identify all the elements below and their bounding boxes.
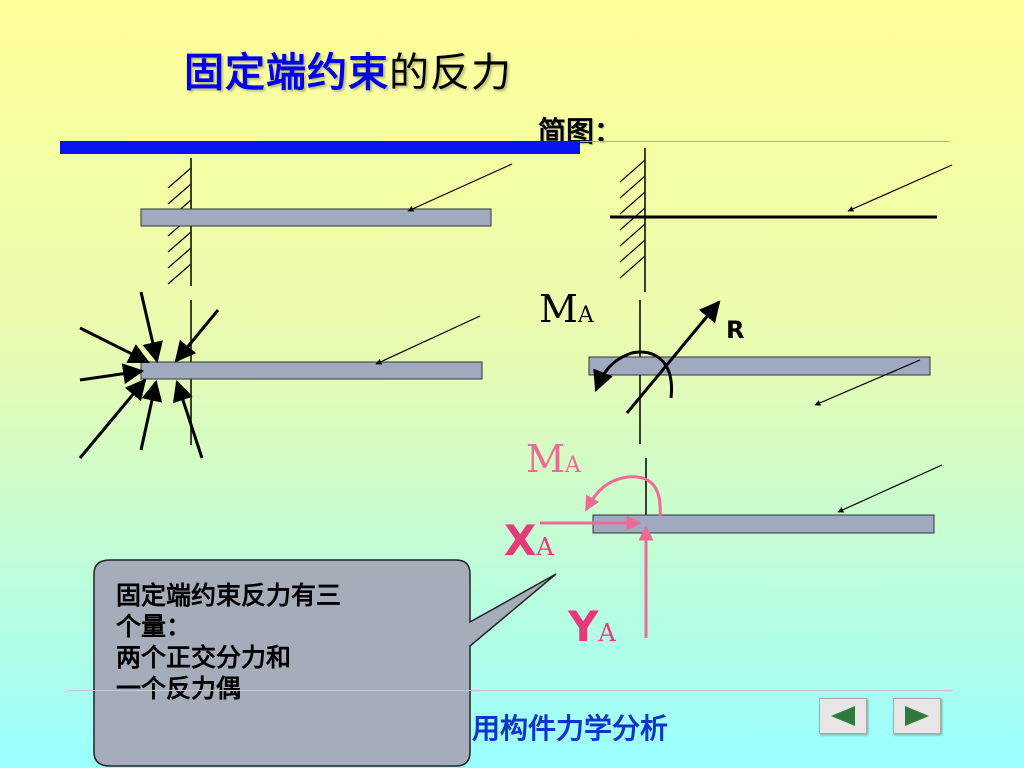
- component-reaction-diagram: [540, 458, 943, 638]
- resultant-reaction-diagram: [588, 300, 931, 444]
- callout-line: 个量：: [116, 612, 192, 641]
- moment-arc-arrow: [593, 350, 673, 399]
- distributed-reaction-diagram: [78, 291, 483, 459]
- x-reaction-main: X: [504, 516, 537, 565]
- beam: [592, 514, 935, 534]
- next-slide-button[interactable]: [893, 698, 941, 734]
- applied-load-arrow: [407, 163, 513, 212]
- x-reaction-label: XA: [504, 520, 554, 562]
- beam: [140, 208, 492, 227]
- callout-line: 固定端约束反力有三: [116, 581, 342, 610]
- header-rule: [580, 141, 950, 142]
- beam: [588, 356, 931, 376]
- footer-text: 用构件力学分析: [472, 712, 669, 745]
- callout-text: 固定端约束反力有三 个量： 两个正交分力和 一个反力偶: [116, 580, 436, 704]
- moment-label-sub: A: [577, 303, 594, 328]
- y-reaction-sub: A: [598, 619, 616, 647]
- title-underline-bar: [60, 141, 580, 154]
- moment-label-main: M: [526, 437, 565, 481]
- footer-rule: [68, 690, 953, 691]
- prev-slide-button[interactable]: [819, 698, 867, 734]
- applied-load-arrow: [375, 315, 481, 365]
- slide-title: 固定端约束的反力: [184, 40, 512, 98]
- title-rest: 的反力: [389, 50, 512, 96]
- moment-label-sub: A: [564, 453, 581, 478]
- callout-bubble: [93, 559, 557, 767]
- beam: [140, 361, 483, 380]
- y-reaction-label: YA: [568, 606, 616, 648]
- sketch-wall-hatching: [619, 159, 646, 279]
- applied-load-arrow: [837, 464, 943, 513]
- title-highlight: 固定端约束: [184, 50, 389, 96]
- applied-load-arrow: [814, 359, 921, 406]
- triangle-right-icon: [905, 706, 929, 726]
- resultant-label: R: [726, 316, 745, 344]
- callout-line: 两个正交分力和: [116, 643, 292, 672]
- reaction-force-arrows: [78, 291, 220, 459]
- moment-label-main: M: [539, 287, 578, 331]
- moment-label-black: MA: [539, 290, 594, 328]
- callout-line: 一个反力偶: [116, 674, 242, 703]
- x-reaction-sub: A: [536, 533, 554, 561]
- moment-label-pink: MA: [526, 440, 581, 478]
- triangle-left-icon: [831, 706, 855, 726]
- resultant-arrow: [625, 300, 721, 414]
- sketch-diagram: [610, 148, 953, 292]
- sketch-load-arrow: [847, 164, 953, 212]
- moment-arc-arrow: [584, 475, 662, 517]
- y-reaction-main: Y: [568, 602, 599, 651]
- fixed-beam-diagram: [140, 158, 513, 286]
